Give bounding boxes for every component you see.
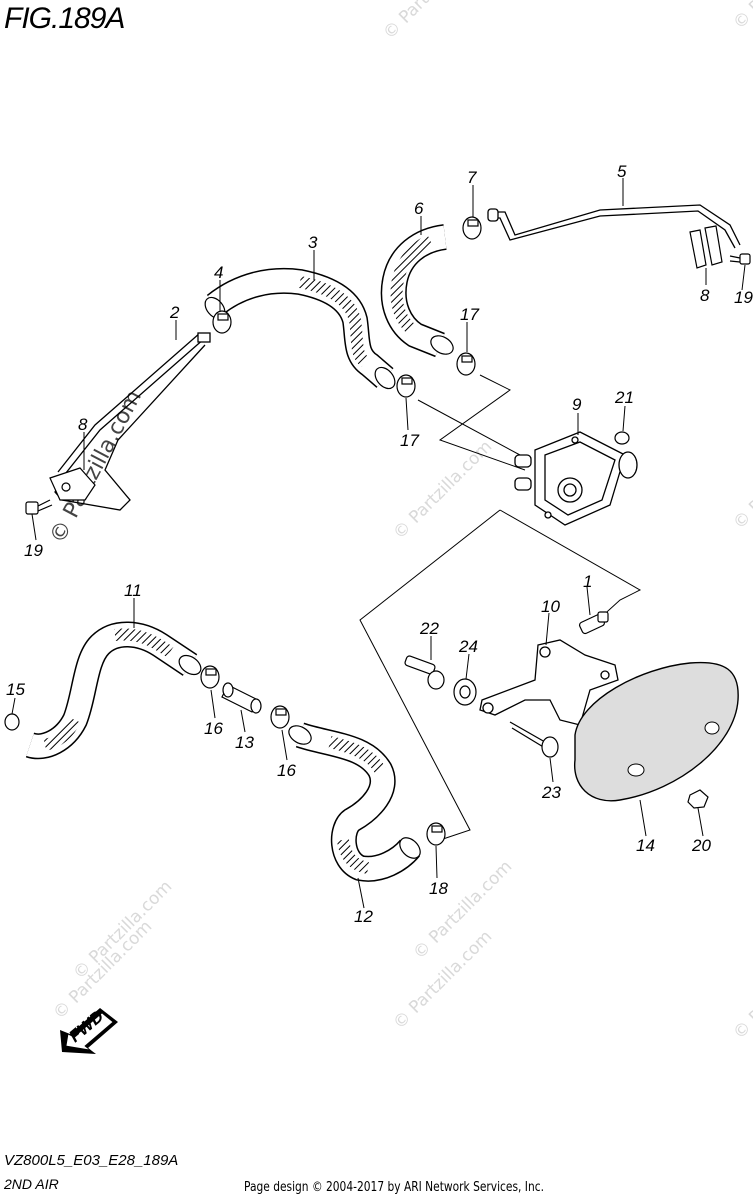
callout-23: 23 <box>541 783 561 802</box>
bracket-part-10 <box>479 639 619 726</box>
figure-name: 2ND AIR <box>4 1176 59 1192</box>
clamp-part-16-right <box>270 705 290 729</box>
callout-22: 22 <box>419 619 439 638</box>
callout-16-left: 16 <box>204 719 223 738</box>
hose-part-6 <box>380 224 454 358</box>
clamp-part-17-lower <box>396 374 416 398</box>
callout-24: 24 <box>458 637 478 656</box>
callout-4: 4 <box>214 263 223 282</box>
watermark: © Partzilla.com <box>729 937 753 1044</box>
nut-part-20 <box>687 789 709 809</box>
callout-16-right: 16 <box>277 761 296 780</box>
bracket-part-8-right <box>689 225 723 269</box>
clamp-part-4 <box>212 310 232 334</box>
callouts: 1 2 3 4 5 6 7 8 8 9 10 11 12 13 14 15 16… <box>6 162 753 926</box>
watermark: © Partzilla.com <box>729 427 753 534</box>
callout-8-right: 8 <box>700 286 710 305</box>
callout-19-left: 19 <box>24 541 43 560</box>
clamp-part-7 <box>462 216 482 240</box>
callout-12: 12 <box>354 907 373 926</box>
figure-title: FIG.189A <box>4 2 125 35</box>
callout-17-lower: 17 <box>400 431 419 450</box>
callout-1: 1 <box>583 572 592 591</box>
clamp-part-18 <box>426 822 446 846</box>
callout-14: 14 <box>636 836 655 855</box>
clamp-part-15 <box>4 713 20 731</box>
fitting-part-1 <box>578 611 609 635</box>
bolt-part-23 <box>509 721 559 758</box>
cover-part-14 <box>574 661 739 802</box>
bolt-part-19-left <box>25 499 53 515</box>
figure-code: VZ800L5_E03_E28_189A <box>4 1152 179 1169</box>
callout-leaders <box>11 178 746 909</box>
watermarks: © Partzilla.com © Partzilla.com © Partzi… <box>45 0 753 1044</box>
callout-19-right: 19 <box>734 288 753 307</box>
bracket-part-8-left <box>49 467 96 501</box>
pipe-part-2 <box>54 332 211 511</box>
callout-8-left: 8 <box>78 415 88 434</box>
watermark: © Partzilla.com <box>729 0 753 34</box>
washer-part-21 <box>614 431 630 445</box>
clamps <box>4 216 482 846</box>
callout-20: 20 <box>691 836 711 855</box>
clamp-part-17-upper <box>456 352 476 376</box>
grommet-part-24 <box>453 678 477 706</box>
valve-part-9 <box>514 431 638 526</box>
joint-part-13 <box>221 682 262 714</box>
clamp-part-16-left <box>200 665 220 689</box>
callout-17-upper: 17 <box>460 305 479 324</box>
callout-6: 6 <box>414 199 424 218</box>
leader-lines <box>359 374 642 841</box>
hose-part-11 <box>25 621 202 760</box>
callout-13: 13 <box>235 733 254 752</box>
callout-7: 7 <box>467 168 477 187</box>
callout-3: 3 <box>308 233 318 252</box>
callout-11: 11 <box>124 581 142 600</box>
watermark: © Partzilla.com <box>389 437 496 544</box>
callout-5: 5 <box>617 162 627 181</box>
callout-21: 21 <box>614 388 634 407</box>
bolt-part-22 <box>404 655 445 690</box>
bolt-part-19-right <box>729 253 751 265</box>
copyright-notice: Page design © 2004-2017 by ARI Network S… <box>244 1180 544 1195</box>
pipe-part-5 <box>487 204 741 249</box>
hose-part-3 <box>204 267 396 390</box>
callout-9: 9 <box>572 395 582 414</box>
callout-18: 18 <box>429 879 448 898</box>
watermark: © Partzilla.com <box>379 0 486 44</box>
callout-2: 2 <box>169 303 180 322</box>
callout-15: 15 <box>6 680 25 699</box>
watermark: © Partzilla.com <box>49 917 156 1024</box>
callout-10: 10 <box>541 597 560 616</box>
watermark: © Partzilla.com <box>69 877 176 984</box>
hose-part-12 <box>288 722 421 882</box>
watermark-main: © Partzilla.com <box>45 386 147 548</box>
